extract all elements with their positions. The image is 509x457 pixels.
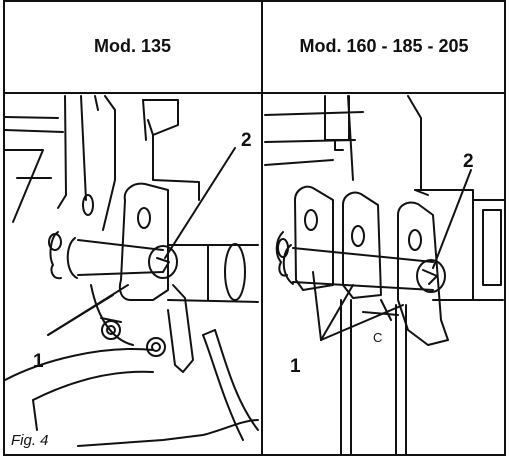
right-hitch-drawing — [264, 95, 506, 456]
figure-table-grid: 2 1 2 1 C — [3, 0, 506, 456]
figure-caption: Fig. 4 — [9, 432, 51, 449]
right-callout-c: C — [373, 330, 382, 345]
column-header-mod-160-185-205: Mod. 160 - 185 - 205 — [299, 36, 469, 56]
right-callout-1: 1 — [290, 356, 301, 377]
right-callout-2: 2 — [463, 151, 474, 172]
column-header-mod-135: Mod. 135 — [93, 36, 172, 56]
left-callout-1: 1 — [33, 351, 44, 372]
left-callout-2: 2 — [241, 130, 252, 151]
table-border — [3, 0, 506, 456]
figure-table: 2 1 2 1 C Mod. 135 Mod. 160 - 185 - 205 … — [3, 0, 506, 456]
left-hitch-drawing — [4, 95, 259, 447]
